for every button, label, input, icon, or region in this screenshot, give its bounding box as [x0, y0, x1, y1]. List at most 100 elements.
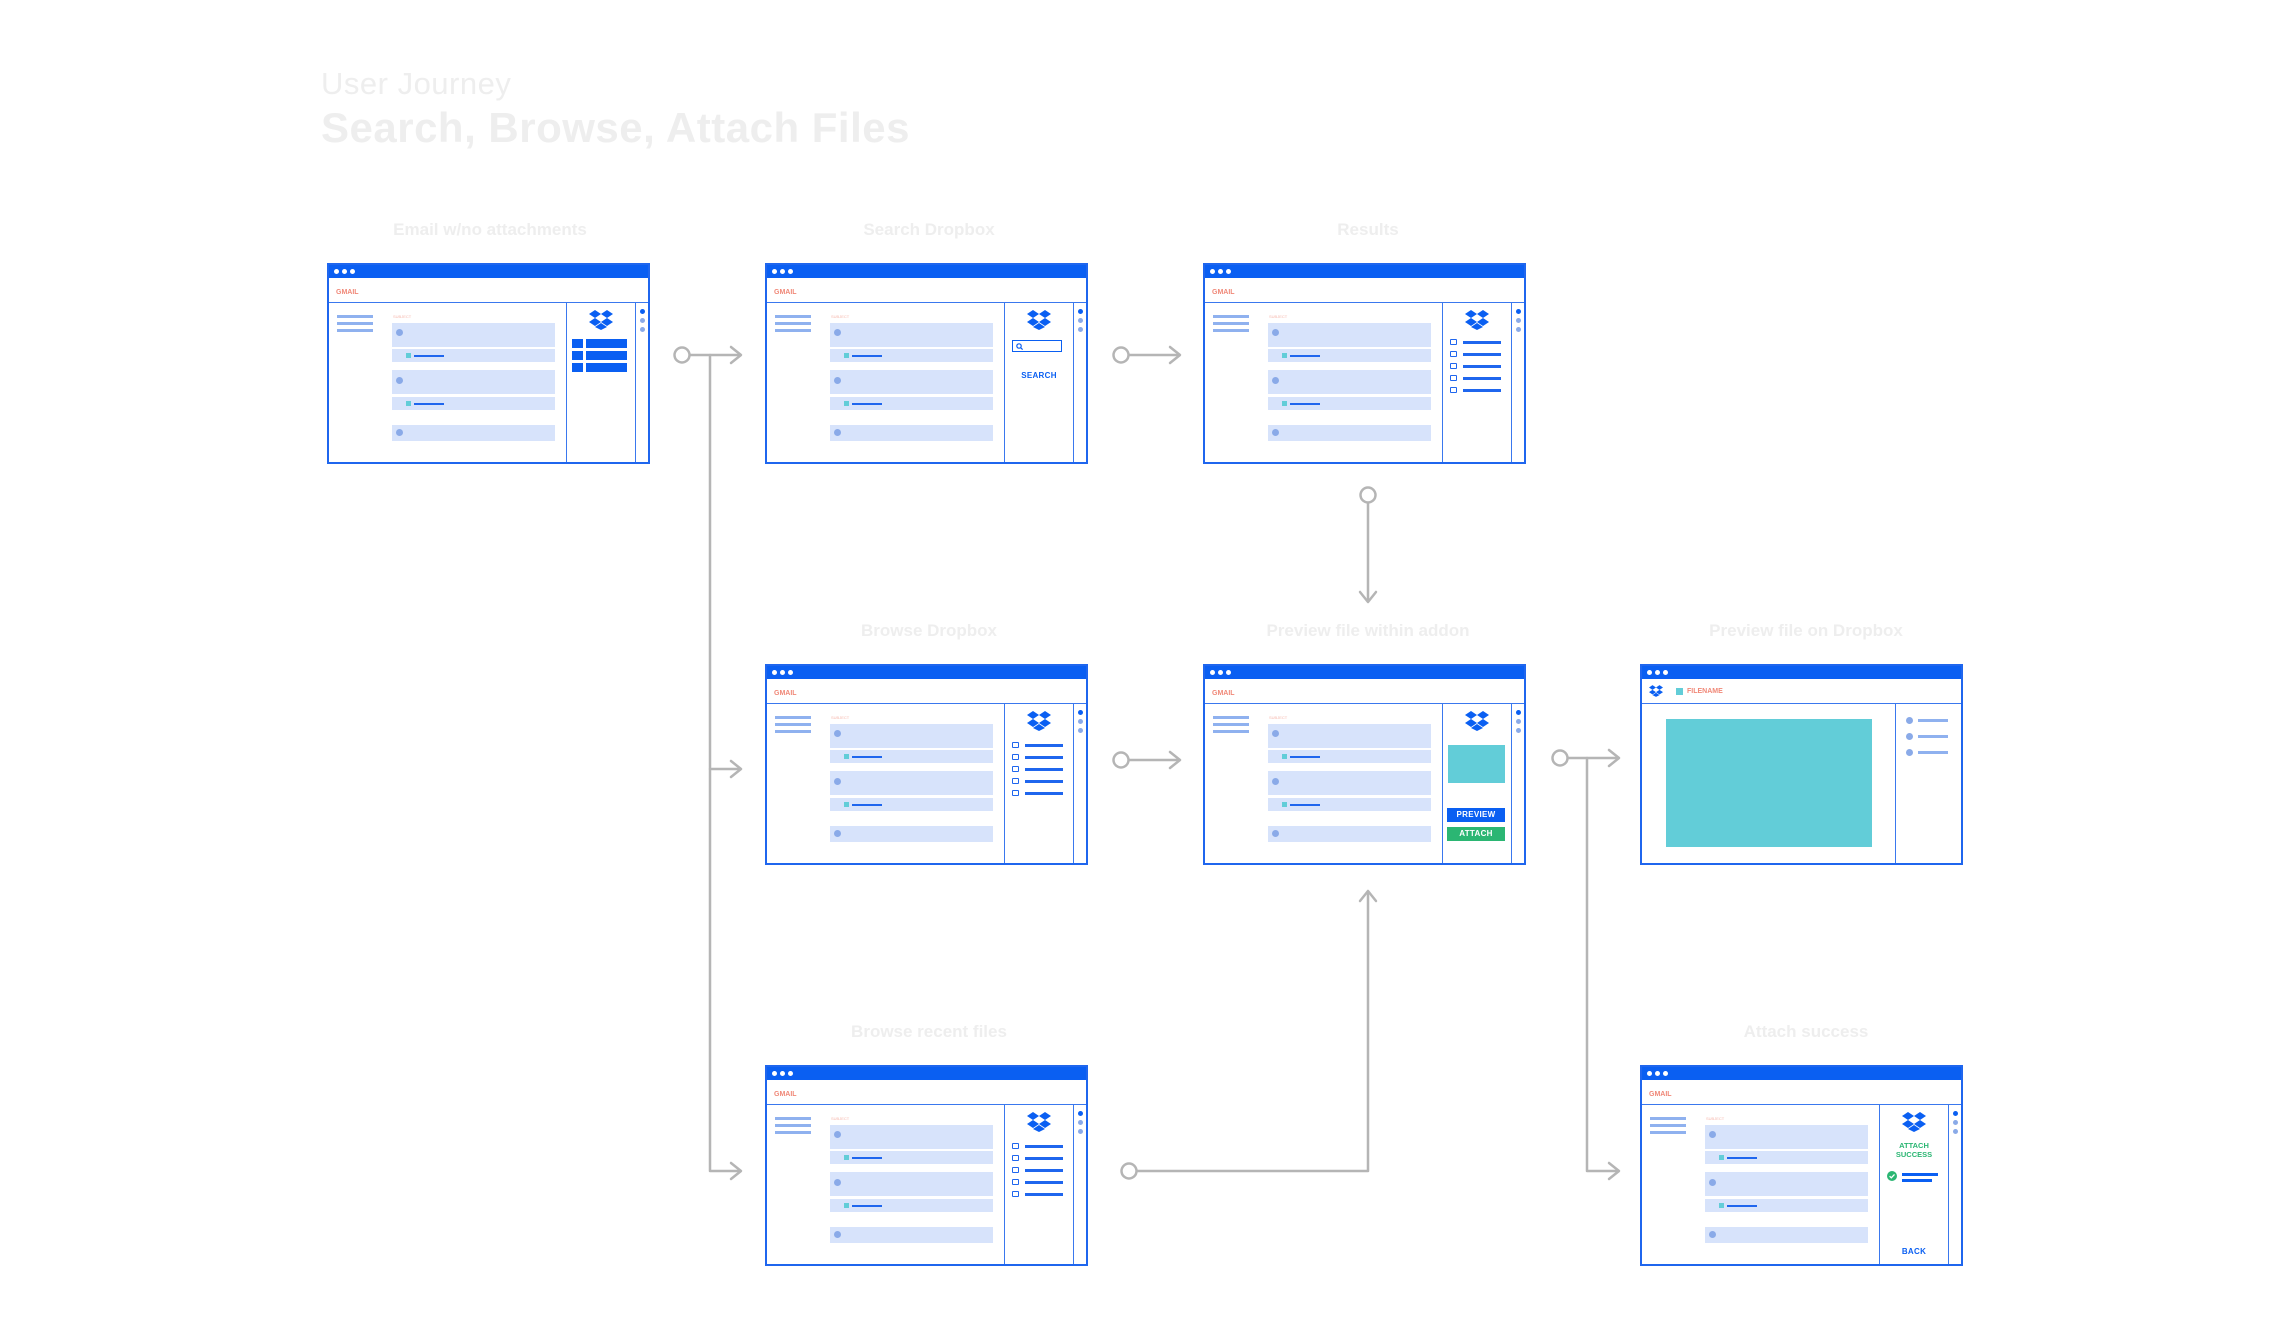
- email-item[interactable]: [1705, 1172, 1868, 1196]
- connector-start-circle: [673, 346, 691, 364]
- screen-recent: GMAIL SUBJECT: [765, 1065, 1088, 1266]
- arrowhead: [1358, 590, 1378, 604]
- gmail-logo: GMAIL: [774, 289, 797, 296]
- email-item[interactable]: [392, 425, 555, 441]
- email-item[interactable]: [830, 1227, 993, 1243]
- addon-panel: [566, 302, 635, 462]
- file-icon: [1676, 688, 1683, 695]
- screen-label-browse: Browse Dropbox: [860, 621, 998, 640]
- window-controls-icon: [772, 269, 793, 274]
- list-item[interactable]: [1450, 387, 1501, 393]
- menu-icon[interactable]: [775, 716, 811, 737]
- arrowhead: [729, 1161, 743, 1181]
- folder-icon: [1450, 387, 1457, 393]
- email-item[interactable]: [1268, 370, 1431, 394]
- list-item[interactable]: [1450, 363, 1501, 369]
- email-item[interactable]: [830, 1125, 993, 1149]
- dropbox-icon: [1465, 310, 1489, 330]
- list-item[interactable]: [1450, 375, 1501, 381]
- email-item[interactable]: [1268, 826, 1431, 842]
- email-item[interactable]: [1705, 1125, 1868, 1149]
- folder-icon: [1450, 351, 1457, 357]
- side-rail: [1073, 1104, 1086, 1264]
- list-item[interactable]: [1012, 778, 1063, 784]
- list-item[interactable]: [1012, 1167, 1063, 1173]
- dropbox-icon: [1902, 1112, 1926, 1132]
- folder-icon: [1012, 790, 1019, 796]
- dropbox-icon: [1027, 711, 1051, 731]
- search-button[interactable]: SEARCH: [1021, 371, 1057, 380]
- list-item[interactable]: [1012, 754, 1063, 760]
- info-panel: [1895, 703, 1948, 863]
- list-item[interactable]: [1012, 766, 1063, 772]
- window-controls-icon: [772, 1071, 793, 1076]
- folder-icon: [1012, 742, 1019, 748]
- list-item[interactable]: [1450, 351, 1501, 357]
- dropbox-icon: [1649, 685, 1663, 697]
- file-icon: [406, 401, 411, 406]
- preview-button[interactable]: PREVIEW: [1447, 808, 1505, 822]
- attach-button[interactable]: ATTACH: [1447, 827, 1505, 841]
- search-input[interactable]: [1012, 340, 1062, 352]
- addon-panel: [1004, 703, 1073, 863]
- list-item[interactable]: [1012, 1155, 1063, 1161]
- screen-preview-addon: GMAIL SUBJECT PREVIEW ATTACH: [1203, 664, 1526, 865]
- list-item[interactable]: [1012, 790, 1063, 796]
- email-item[interactable]: [1268, 724, 1431, 748]
- screen-label-recent: Browse recent files: [851, 1022, 1007, 1041]
- gmail-logo: GMAIL: [1212, 289, 1235, 296]
- menu-icon[interactable]: [1650, 1117, 1686, 1138]
- subject-label: SUBJECT: [393, 314, 412, 319]
- menu-icon[interactable]: [775, 315, 811, 336]
- folder-icon: [1012, 1143, 1019, 1149]
- email-item[interactable]: [1268, 323, 1431, 347]
- list-item[interactable]: [1450, 339, 1501, 345]
- email-item[interactable]: [830, 425, 993, 441]
- addon-panel: PREVIEW ATTACH: [1442, 703, 1511, 863]
- subject-label: SUBJECT: [1706, 1116, 1725, 1121]
- email-item[interactable]: [392, 370, 555, 394]
- dropbox-icon: [1027, 310, 1051, 330]
- page-subtitle: User Journey: [321, 66, 512, 101]
- file-thumbnail: [1448, 745, 1505, 783]
- menu-icon[interactable]: [337, 315, 373, 336]
- window-controls-icon: [1210, 670, 1231, 675]
- window-controls-icon: [1210, 269, 1231, 274]
- filename-label: FILENAME: [1687, 688, 1723, 695]
- list-item[interactable]: [1012, 1179, 1063, 1185]
- subject-label: SUBJECT: [831, 715, 850, 720]
- arrowhead: [1607, 748, 1621, 768]
- menu-icon[interactable]: [1213, 716, 1249, 737]
- connector-start-circle: [1112, 751, 1130, 769]
- email-item[interactable]: [830, 323, 993, 347]
- window-controls-icon: [1647, 1071, 1668, 1076]
- subject-label: SUBJECT: [831, 314, 850, 319]
- arrowhead: [1607, 1161, 1621, 1181]
- folder-icon: [1012, 778, 1019, 784]
- search-icon: [1016, 342, 1023, 350]
- email-item[interactable]: [1268, 425, 1431, 441]
- dropbox-icon: [1027, 1112, 1051, 1132]
- list-item[interactable]: [1012, 1143, 1063, 1149]
- list-item[interactable]: [1012, 1191, 1063, 1197]
- file-preview: [1666, 719, 1872, 847]
- email-item[interactable]: [1705, 1227, 1868, 1243]
- email-item[interactable]: [392, 323, 555, 347]
- menu-icon[interactable]: [1213, 315, 1249, 336]
- email-item[interactable]: [1268, 771, 1431, 795]
- email-item[interactable]: [830, 724, 993, 748]
- back-button[interactable]: BACK: [1901, 1247, 1927, 1256]
- email-item[interactable]: [830, 826, 993, 842]
- screen-label-search: Search Dropbox: [863, 220, 995, 239]
- email-item[interactable]: [830, 1172, 993, 1196]
- email-item[interactable]: [830, 370, 993, 394]
- connector-email-trunk: [708, 353, 741, 1173]
- arrowhead: [1358, 889, 1378, 903]
- connector-start-circle: [1112, 346, 1130, 364]
- list-item[interactable]: [1012, 742, 1063, 748]
- subject-label: SUBJECT: [1269, 314, 1288, 319]
- email-item[interactable]: [830, 771, 993, 795]
- menu-icon[interactable]: [775, 1117, 811, 1138]
